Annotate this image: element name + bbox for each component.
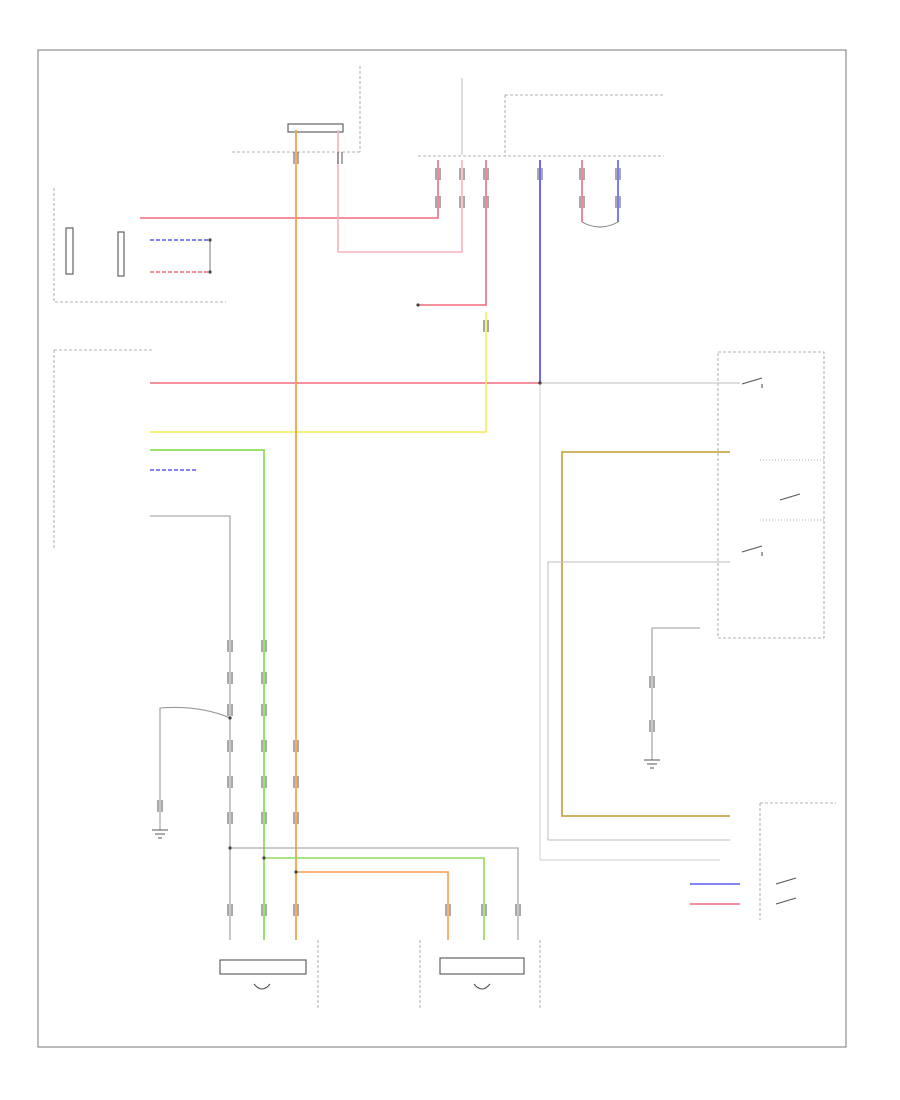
wire-red-cluster — [140, 160, 439, 219]
wire-green — [150, 449, 265, 940]
ground-right-symbol — [644, 759, 660, 769]
ground-left-symbol — [152, 829, 168, 839]
left-headlamp-outline — [419, 940, 541, 1008]
cluster-outline — [53, 188, 226, 303]
wire-gray-ground — [159, 706, 231, 830]
top-left-connector — [287, 123, 344, 133]
switch-contact-1 — [741, 377, 763, 388]
wire-gray-left — [150, 515, 231, 940]
wire-gray-return — [539, 383, 720, 861]
wire-gray-bottom — [230, 847, 519, 940]
wire-switch-ground — [651, 627, 700, 760]
switch-contact-4 — [779, 493, 801, 501]
bottom-right-module-outline — [759, 802, 836, 920]
wire-olive — [561, 451, 730, 817]
wire-pink-loop — [337, 130, 463, 253]
wire-orange-branch — [296, 871, 449, 940]
top-right-box-outline — [504, 94, 664, 156]
wire-green-branch — [264, 857, 485, 940]
switch-contact-3 — [775, 877, 797, 905]
junction-dots — [208, 238, 542, 874]
wire-yellow — [150, 312, 487, 433]
cluster-connector-2 — [117, 231, 125, 277]
connector-ticks — [157, 152, 655, 916]
left-headlamp-leveling-actuator — [439, 957, 525, 975]
wire-relay-bottom — [581, 221, 619, 228]
switch-contact-2 — [741, 545, 763, 556]
wire-red-dimmer — [418, 160, 487, 306]
control-module-outline — [53, 349, 152, 548]
wire-gray-mid — [547, 561, 730, 841]
left-headlamp-motor-symbol — [473, 983, 491, 990]
diagram-frame — [37, 49, 847, 1048]
right-headlamp-leveling-actuator — [219, 959, 307, 975]
cluster-connector — [65, 227, 74, 275]
right-headlamp-motor-symbol — [253, 983, 271, 990]
multifunction-switch-outline — [717, 351, 825, 639]
